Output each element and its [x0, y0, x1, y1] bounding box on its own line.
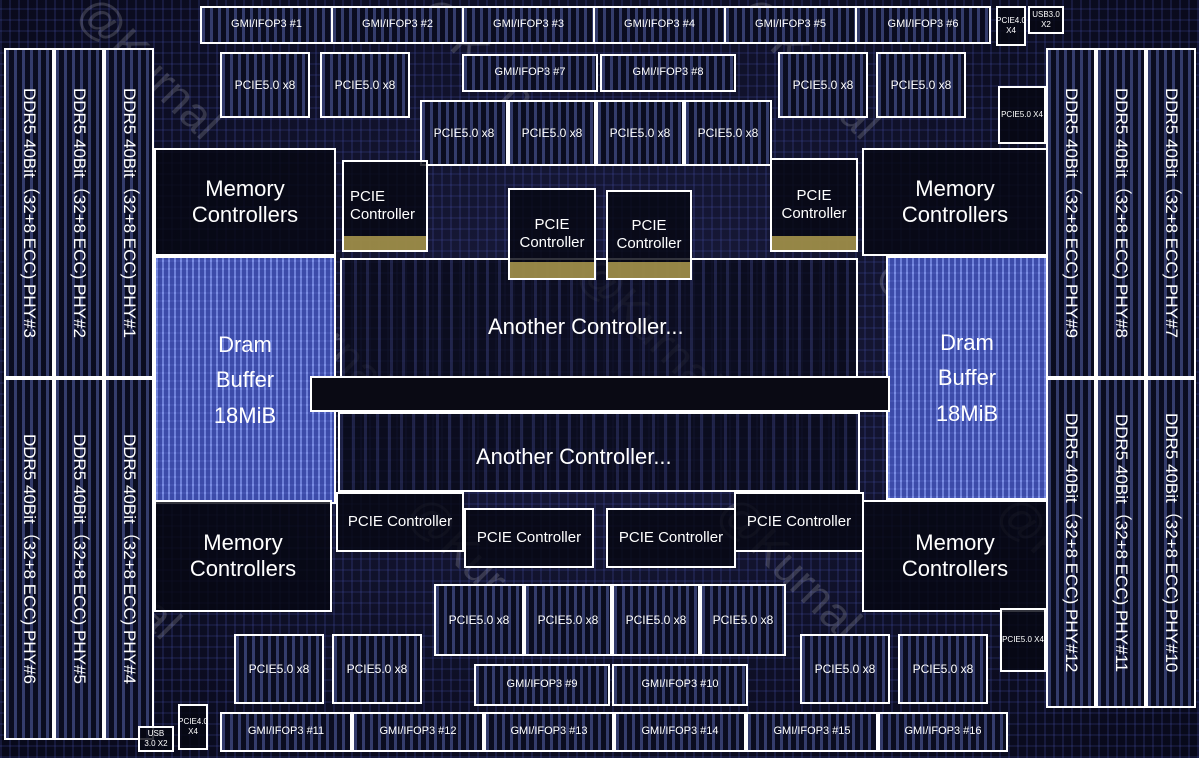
dram-buffer-left: Dram Buffer 18MiB — [154, 256, 336, 504]
dram-buffer-right: Dram Buffer 18MiB — [886, 256, 1048, 500]
gmi-ifop-16: GMI/IFOP3 #16 — [878, 712, 1008, 752]
pcie5-x4-bottom-right: PCIE5.0 X4 — [1000, 608, 1046, 672]
ddr-phy-3: DDR5 40Bit（32+8 ECC) PHY#3 — [4, 48, 54, 378]
gmi-ifop-11: GMI/IFOP3 #11 — [220, 712, 352, 752]
gmi-ifop-10: GMI/IFOP3 #10 — [612, 664, 748, 706]
pcie-controller: PCIE Controller — [464, 508, 594, 568]
another-controller-top-label: Another Controller... — [488, 314, 684, 339]
gmi-ifop-8: GMI/IFOP3 #8 — [600, 54, 736, 92]
gmi-ifop-9: GMI/IFOP3 #9 — [474, 664, 610, 706]
pcie5-x8: PCIE5.0 x8 — [800, 634, 890, 704]
pcie-controller: PCIE Controller — [336, 492, 464, 552]
gmi-ifop-4: GMI/IFOP3 #4 — [593, 6, 726, 44]
pcie5-x8: PCIE5.0 x8 — [596, 100, 684, 166]
gmi-ifop-13: GMI/IFOP3 #13 — [484, 712, 614, 752]
ddr-phy-8: DDR5 40Bit（32+8 ECC) PHY#8 — [1096, 48, 1146, 378]
pcie-controller: PCIE Controller — [734, 492, 864, 552]
ddr-phy-5: DDR5 40Bit（32+8 ECC) PHY#5 — [54, 378, 104, 740]
pcie5-x8: PCIE5.0 x8 — [524, 584, 612, 656]
gmi-ifop-2: GMI/IFOP3 #2 — [331, 6, 464, 44]
gmi-ifop-7: GMI/IFOP3 #7 — [462, 54, 598, 92]
ddr-phy-6: DDR5 40Bit（32+8 ECC) PHY#6 — [4, 378, 54, 740]
another-controller-top — [340, 258, 858, 378]
pcie5-x8: PCIE5.0 x8 — [778, 52, 868, 118]
gmi-ifop-12: GMI/IFOP3 #12 — [352, 712, 484, 752]
ddr-phy-1: DDR5 40Bit（32+8 ECC) PHY#1 — [104, 48, 154, 378]
usb3-x2-top: USB3.0 X2 — [1028, 6, 1064, 34]
another-controller-bottom-label: Another Controller... — [476, 444, 672, 469]
pcie5-x8: PCIE5.0 x8 — [234, 634, 324, 704]
pcie5-x8: PCIE5.0 x8 — [684, 100, 772, 166]
pcie5-x8: PCIE5.0 x8 — [898, 634, 988, 704]
pcie5-x8: PCIE5.0 x8 — [420, 100, 508, 166]
gmi-ifop-6: GMI/IFOP3 #6 — [855, 6, 991, 44]
pcie5-x8: PCIE5.0 x8 — [434, 584, 524, 656]
gmi-ifop-14: GMI/IFOP3 #14 — [614, 712, 746, 752]
another-controller-bottom — [338, 412, 860, 492]
pcie5-x8: PCIE5.0 x8 — [612, 584, 700, 656]
pcie-controller: PCIE Controller — [606, 508, 736, 568]
ddr-phy-2: DDR5 40Bit（32+8 ECC) PHY#2 — [54, 48, 104, 378]
gmi-ifop-15: GMI/IFOP3 #15 — [746, 712, 878, 752]
pcie5-x4-top-right: PCIE5.0 X4 — [998, 86, 1046, 144]
center-bridge — [310, 376, 890, 412]
ddr-phy-11: DDR5 40Bit（32+8 ECC) PHY#11 — [1096, 378, 1146, 708]
pcie5-x8: PCIE5.0 x8 — [700, 584, 786, 656]
ddr-phy-12: DDR5 40Bit（32+8 ECC) PHY#12 — [1046, 378, 1096, 708]
ddr-phy-9: DDR5 40Bit（32+8 ECC) PHY#9 — [1046, 48, 1096, 378]
gmi-ifop-1: GMI/IFOP3 #1 — [200, 6, 333, 44]
pcie5-x8: PCIE5.0 x8 — [320, 52, 410, 118]
gmi-ifop-3: GMI/IFOP3 #3 — [462, 6, 595, 44]
pcie4-x4-bottom: PCIE4.0 X4 — [178, 704, 208, 750]
usb3-x2-bottom: USB 3.0 X2 — [138, 726, 174, 752]
pcie5-x8: PCIE5.0 x8 — [876, 52, 966, 118]
pcie5-x8: PCIE5.0 x8 — [508, 100, 596, 166]
ddr-phy-7: DDR5 40Bit（32+8 ECC) PHY#7 — [1146, 48, 1196, 378]
ddr-phy-4: DDR5 40Bit（32+8 ECC) PHY#4 — [104, 378, 154, 740]
ddr-phy-10: DDR5 40Bit（32+8 ECC) PHY#10 — [1146, 378, 1196, 708]
pcie5-x8: PCIE5.0 x8 — [220, 52, 310, 118]
pcie4-x4-top: PCIE4.0 X4 — [996, 6, 1026, 46]
gmi-ifop-5: GMI/IFOP3 #5 — [724, 6, 857, 44]
pcie5-x8: PCIE5.0 x8 — [332, 634, 422, 704]
